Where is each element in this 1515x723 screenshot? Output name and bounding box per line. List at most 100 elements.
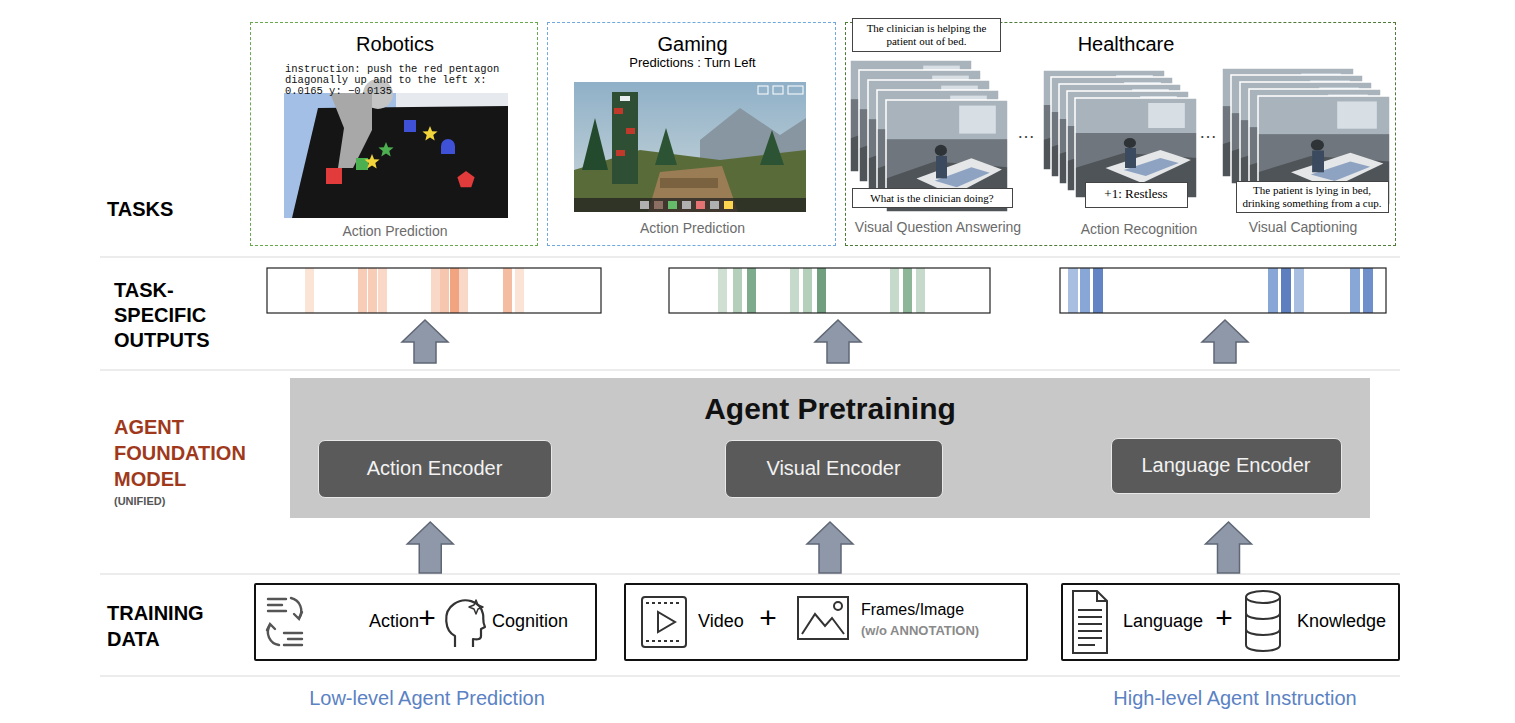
plus-sign: + bbox=[416, 601, 438, 636]
output-stripe bbox=[890, 268, 899, 313]
database-icon bbox=[1246, 597, 1280, 651]
row-label: TRAINING DATA bbox=[107, 600, 222, 652]
row-label: TASK-SPECIFIC OUTPUTS bbox=[114, 278, 226, 353]
output-stripe bbox=[747, 268, 756, 313]
bubble-text: The clinician is helping the patient out… bbox=[863, 22, 991, 48]
game-screenshot bbox=[574, 82, 806, 212]
database-icon bbox=[1246, 591, 1280, 651]
output-bar bbox=[1060, 268, 1386, 313]
output-stripe bbox=[903, 268, 912, 313]
encoder-label: Visual Encoder bbox=[726, 457, 941, 480]
block-arrow bbox=[407, 522, 453, 573]
output-stripe bbox=[378, 268, 387, 313]
output-stripe bbox=[440, 268, 449, 313]
robot-scene bbox=[326, 168, 342, 184]
bubble-text: The patient is lying in bed, drinking so… bbox=[1237, 184, 1388, 210]
robot-scene bbox=[284, 93, 508, 218]
data-label: Knowledge bbox=[1297, 611, 1397, 632]
output-stripe bbox=[1363, 268, 1373, 313]
output-bar bbox=[267, 268, 601, 313]
output-stripe bbox=[431, 268, 440, 313]
video-icon bbox=[658, 612, 675, 632]
task-caption: Action Recognition bbox=[1059, 221, 1219, 237]
output-stripe bbox=[733, 268, 742, 313]
image-icon bbox=[798, 597, 848, 639]
cognition-icon bbox=[446, 600, 485, 647]
output-stripe bbox=[916, 268, 925, 313]
document-icon bbox=[1073, 591, 1107, 653]
speech-bubble: What is the clinician doing? bbox=[852, 188, 1013, 208]
plus-sign: + bbox=[757, 601, 779, 636]
instruction-text: instruction: push the red pentagon diago… bbox=[285, 64, 503, 97]
block-arrow bbox=[402, 320, 448, 363]
game-screenshot bbox=[660, 178, 718, 188]
output-stripe bbox=[305, 268, 314, 313]
output-stripe bbox=[790, 268, 799, 313]
robot-scene bbox=[441, 139, 455, 154]
band-title: Agent Pretraining bbox=[290, 392, 1370, 427]
panel-title: Robotics bbox=[251, 33, 539, 56]
game-screenshot bbox=[614, 108, 623, 114]
cognition-icon bbox=[446, 600, 485, 647]
data-label: Frames/Image bbox=[861, 601, 1011, 619]
output-bar bbox=[267, 268, 1386, 313]
bubble-text: +1: Restless bbox=[1086, 187, 1187, 202]
video-icon bbox=[642, 597, 686, 647]
action-icon bbox=[268, 599, 286, 611]
output-stripe bbox=[803, 268, 812, 313]
robot-scene bbox=[404, 120, 416, 132]
data-box: Action+Cognition bbox=[254, 583, 597, 661]
image-icon bbox=[798, 597, 848, 639]
ellipsis-mark: … bbox=[1014, 122, 1038, 144]
cognition-icon bbox=[469, 600, 483, 614]
output-stripe bbox=[817, 268, 826, 313]
task-caption: Visual Captioning bbox=[1233, 219, 1373, 235]
speech-bubble: +1: Restless bbox=[1085, 182, 1188, 208]
game-screenshot bbox=[758, 86, 768, 94]
action-icon bbox=[267, 624, 275, 630]
game-screenshot bbox=[710, 201, 719, 209]
game-screenshot bbox=[696, 201, 705, 209]
output-bar-outline bbox=[1060, 268, 1386, 313]
data-label: Language bbox=[1123, 611, 1213, 632]
robot-scene bbox=[330, 93, 372, 168]
ellipsis-mark: … bbox=[1196, 122, 1220, 144]
image-icon bbox=[802, 614, 844, 634]
prediction-text: Predictions : Turn Left bbox=[548, 56, 837, 71]
output-stripe bbox=[368, 268, 377, 313]
document-icon bbox=[1073, 591, 1107, 653]
task-panel: GamingPredictions : Turn LeftAction Pred… bbox=[547, 22, 836, 246]
separator-line bbox=[100, 370, 1400, 371]
photo-stack bbox=[850, 60, 1390, 212]
output-stripe bbox=[459, 268, 468, 313]
output-stripe bbox=[1294, 268, 1304, 313]
game-screenshot bbox=[640, 201, 649, 209]
row-label: TASKS bbox=[107, 197, 227, 221]
output-stripe bbox=[1068, 268, 1078, 313]
game-screenshot bbox=[620, 96, 630, 101]
axis-label: High-level Agent Instruction bbox=[1075, 686, 1395, 710]
robot-scene bbox=[292, 106, 508, 218]
game-screenshot bbox=[682, 201, 691, 209]
task-caption: Action Prediction bbox=[548, 220, 837, 236]
separator-line bbox=[100, 574, 1400, 575]
encoder-box: Action Encoder bbox=[318, 440, 552, 498]
plus-sign: + bbox=[1213, 601, 1235, 636]
game-screenshot bbox=[616, 150, 625, 156]
block-arrow bbox=[1202, 320, 1248, 363]
game-screenshot bbox=[582, 118, 608, 170]
axis-label: Low-level Agent Prediction bbox=[267, 686, 587, 710]
data-box: Video+Frames/Image(w/o ANNOTATION) bbox=[624, 583, 1028, 661]
encoder-label: Action Encoder bbox=[319, 457, 550, 480]
task-panel: HealthcareVisual Question AnsweringActio… bbox=[845, 22, 1396, 246]
task-caption: Action Prediction bbox=[251, 223, 539, 239]
panel-title: Healthcare bbox=[1046, 33, 1206, 56]
game-screenshot bbox=[788, 86, 803, 94]
encoder-box: Language Encoder bbox=[1111, 438, 1342, 494]
action-icon bbox=[294, 612, 302, 619]
database-icon bbox=[1246, 591, 1280, 603]
encoder-box: Visual Encoder bbox=[725, 440, 943, 498]
